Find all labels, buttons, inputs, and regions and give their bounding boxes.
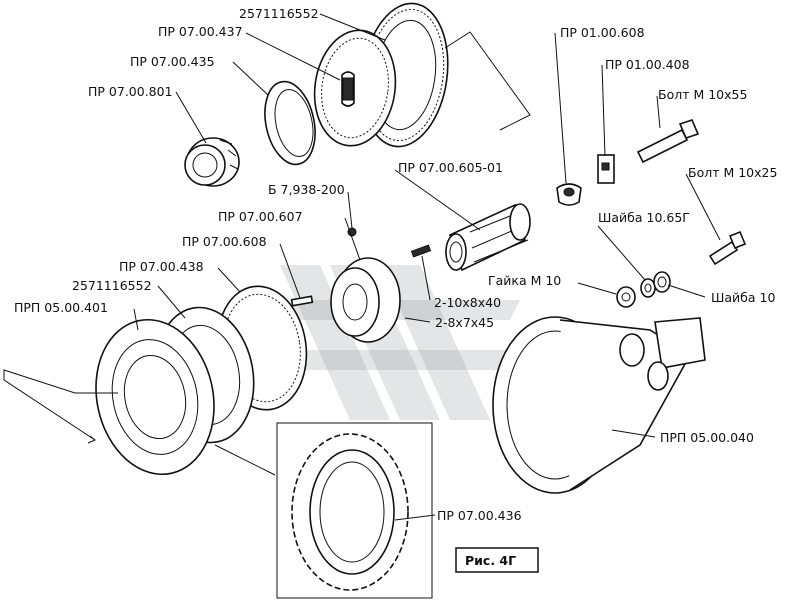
label-pr-07-00-605-01: ПР 07.00.605-01 [398,160,503,175]
key-2-10x8x40 [410,244,432,258]
sprocket-436 [276,422,433,599]
label-prp-05-00-040: ПРП 05.00.040 [660,430,754,445]
bolt-m10x25 [708,230,747,266]
label-ball: Б 7,938-200 [268,182,345,197]
label-spline-2: 2-8x7x45 [435,315,494,330]
nut-m10 [616,286,636,308]
label-pr-07-00-608: ПР 07.00.608 [182,234,267,249]
label-pr-07-00-435: ПР 07.00.435 [130,54,215,69]
label-bolt-m10x25: Болт М 10x25 [688,165,777,180]
hub-607 [330,257,401,343]
label-spline-1: 2-10x8x40 [434,295,501,310]
label-washer-10: Шайба 10 [711,290,775,305]
caption-text: Рис. 4Г [465,553,516,568]
label-pr-07-00-438: ПР 07.00.438 [119,259,204,274]
label-washer-10-65g: Шайба 10.65Г [598,210,690,225]
pin-608 [290,295,314,307]
housing-040 [492,316,706,494]
washer-10 [653,271,671,293]
label-prp-05-00-401: ПРП 05.00.401 [14,300,108,315]
figure-caption: Рис. 4Г [455,547,539,573]
dish-435 [264,80,316,166]
washer-10-65g [640,278,656,298]
connector-lines [3,31,531,476]
bolt-m10x55 [636,119,700,164]
labels: 2571116552 ПР 07.00.437 ПР 07.00.435 ПР … [14,6,777,523]
label-pr-07-00-801: ПР 07.00.801 [88,84,173,99]
label-nut-m10: Гайка М 10 [488,273,561,288]
lock-plate-408 [597,154,615,184]
label-pr-07-00-437: ПР 07.00.437 [158,24,243,39]
label-pr-01-00-608: ПР 01.00.608 [560,25,645,40]
label-pr-07-00-436: ПР 07.00.436 [437,508,522,523]
label-bolt-m10x55: Болт М 10x55 [658,87,747,102]
flange-401 [95,318,215,476]
label-pr-07-00-607: ПР 07.00.607 [218,209,303,224]
splined-shaft-605 [445,203,531,272]
label-top-bearing: 2571116552 [239,6,319,21]
lock-nut-801 [184,137,240,187]
pressure-plate-437 [313,29,397,147]
leader-lines [133,13,721,521]
label-pr-01-00-408: ПР 01.00.408 [605,57,690,72]
label-lower-bearing: 2571116552 [72,278,152,293]
clamp-plate-608 [556,183,582,206]
